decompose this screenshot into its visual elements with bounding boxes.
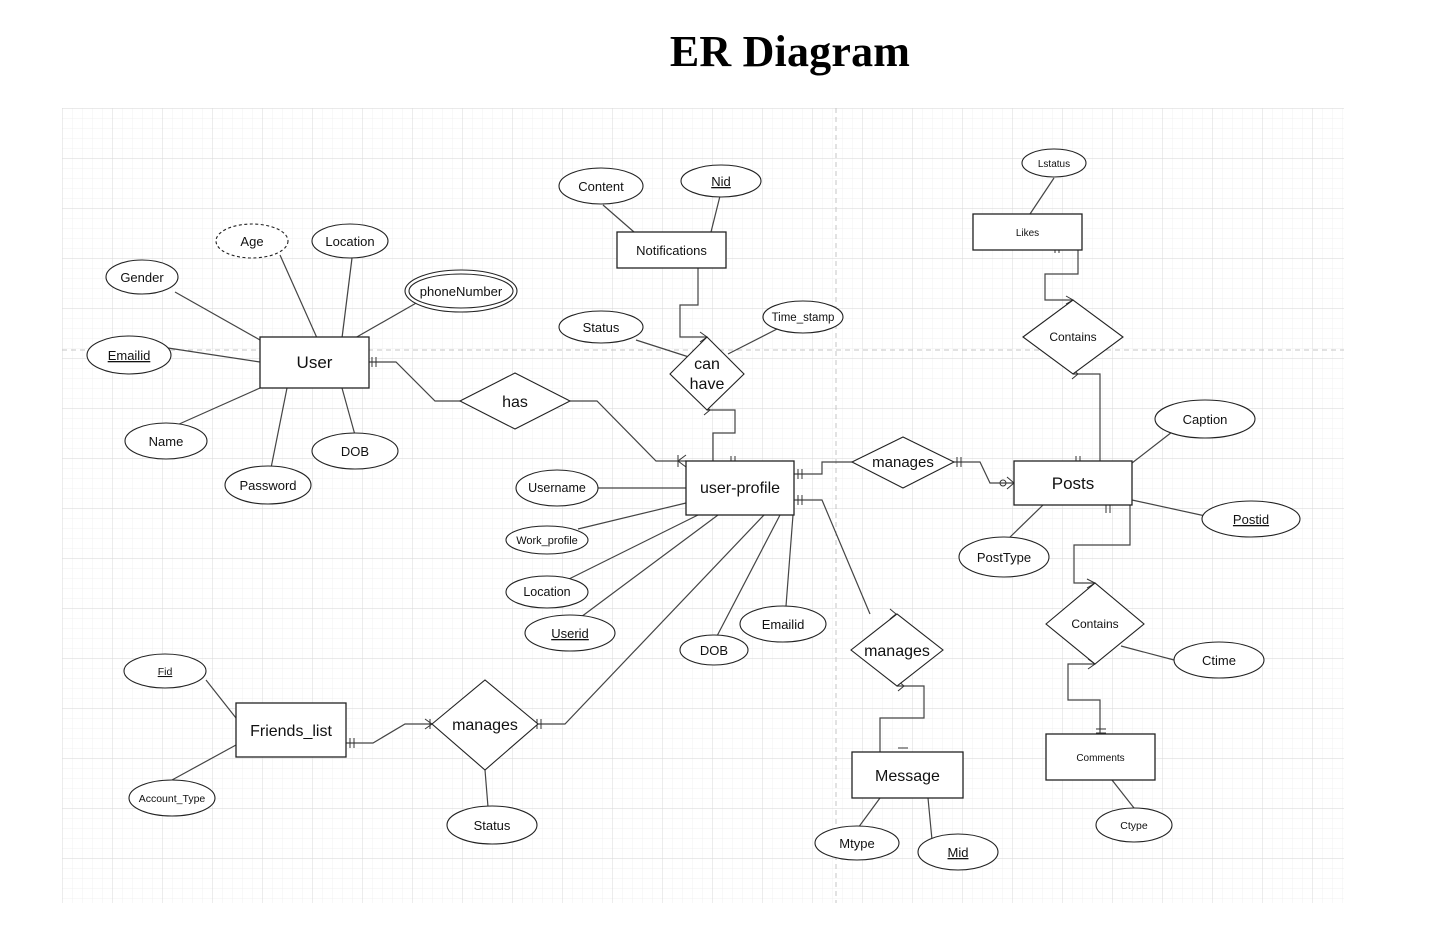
attribute-posttype-label: PostType xyxy=(977,550,1031,565)
attribute-mid[interactable]: Mid xyxy=(917,833,999,871)
attribute-fid-label: Fid xyxy=(158,666,173,678)
entity-notifications[interactable]: Notifications xyxy=(616,231,727,269)
attribute-location-profile[interactable]: Location xyxy=(505,575,589,609)
attribute-location-user-label: Location xyxy=(325,234,374,249)
relationship-manages-posts[interactable]: manages xyxy=(850,436,956,489)
attribute-status-friends[interactable]: Status xyxy=(446,805,538,845)
attribute-phone-number-label: phoneNumber xyxy=(420,284,503,299)
entity-user[interactable]: User xyxy=(259,336,370,389)
relationship-manages-message[interactable]: manages xyxy=(850,613,944,687)
attribute-mtype-label: Mtype xyxy=(839,836,874,851)
entity-friends-list-label: Friends_list xyxy=(250,723,332,740)
attribute-name-label: Name xyxy=(149,434,184,449)
attribute-content-label: Content xyxy=(578,179,624,194)
entity-notifications-label: Notifications xyxy=(636,243,707,258)
attribute-lines xyxy=(167,177,1211,841)
relationship-can-have-label-line2: have xyxy=(690,376,725,393)
relationship-contains-likes[interactable]: Contains xyxy=(1022,299,1124,375)
attribute-ctype-label: Ctype xyxy=(1120,820,1148,832)
relationship-contains-likes-label: Contains xyxy=(1049,330,1096,344)
entity-message-label: Message xyxy=(875,768,940,785)
attribute-postid[interactable]: Postid xyxy=(1201,500,1301,538)
entity-likes-label: Likes xyxy=(1016,228,1039,239)
attribute-work-profile[interactable]: Work_profile xyxy=(505,525,589,555)
attribute-account-type-label: Account_Type xyxy=(139,793,206,805)
attribute-age[interactable]: Age xyxy=(215,223,289,259)
attribute-fid[interactable]: Fid xyxy=(123,653,207,689)
attribute-postid-label: Postid xyxy=(1233,512,1269,527)
entity-user-profile[interactable]: user-profile xyxy=(685,460,795,516)
attribute-userid[interactable]: Userid xyxy=(524,614,616,652)
attribute-location-user[interactable]: Location xyxy=(311,223,389,259)
attribute-work-profile-label: Work_profile xyxy=(516,535,578,547)
attribute-time-stamp-label: Time_stamp xyxy=(772,312,835,324)
attribute-gender[interactable]: Gender xyxy=(105,259,179,295)
entity-message[interactable]: Message xyxy=(851,751,964,799)
entity-likes[interactable]: Likes xyxy=(972,213,1083,251)
attribute-mtype[interactable]: Mtype xyxy=(814,825,900,861)
attribute-mid-label: Mid xyxy=(948,845,969,860)
attribute-lstatus[interactable]: Lstatus xyxy=(1021,148,1087,178)
attribute-name[interactable]: Name xyxy=(124,422,208,460)
entity-posts[interactable]: Posts xyxy=(1013,460,1133,506)
attribute-emailid-profile[interactable]: Emailid xyxy=(739,605,827,643)
entity-user-profile-label: user-profile xyxy=(700,480,780,497)
attribute-status-notifications[interactable]: Status xyxy=(558,310,644,344)
attribute-username-label: Username xyxy=(528,481,586,495)
attribute-content[interactable]: Content xyxy=(558,167,644,205)
attribute-password-label: Password xyxy=(239,478,296,493)
attribute-nid[interactable]: Nid xyxy=(680,164,762,198)
attribute-emailid-user[interactable]: Emailid xyxy=(86,335,172,375)
entity-comments-label: Comments xyxy=(1076,753,1124,764)
attribute-account-type[interactable]: Account_Type xyxy=(128,779,216,817)
relationship-can-have-label-line1: can xyxy=(694,356,720,373)
attribute-caption[interactable]: Caption xyxy=(1154,399,1256,439)
attribute-dob-profile[interactable]: DOB xyxy=(679,634,749,666)
relationship-has-label: has xyxy=(502,394,528,411)
attribute-emailid-profile-label: Emailid xyxy=(762,617,805,632)
attribute-dob-profile-label: DOB xyxy=(700,643,728,658)
relationship-manages-friends[interactable]: manages xyxy=(431,679,539,771)
attribute-ctype[interactable]: Ctype xyxy=(1095,807,1173,843)
attribute-nid-label: Nid xyxy=(711,174,731,189)
attribute-caption-label: Caption xyxy=(1183,412,1228,427)
entity-user-label: User xyxy=(297,353,333,372)
relationship-can-have[interactable]: can have xyxy=(669,336,745,411)
attribute-status-notifications-label: Status xyxy=(583,320,620,335)
attribute-ctime-label: Ctime xyxy=(1202,653,1236,668)
attribute-time-stamp[interactable]: Time_stamp xyxy=(762,300,844,334)
attribute-gender-label: Gender xyxy=(120,270,164,285)
attribute-ctime[interactable]: Ctime xyxy=(1173,641,1265,679)
attribute-username[interactable]: Username xyxy=(515,469,599,507)
attribute-phone-number[interactable]: phoneNumber xyxy=(404,269,518,313)
attribute-userid-label: Userid xyxy=(551,626,589,641)
entity-friends-list[interactable]: Friends_list xyxy=(235,702,347,758)
attribute-lstatus-label: Lstatus xyxy=(1038,159,1070,170)
attribute-location-profile-label: Location xyxy=(523,585,570,599)
entity-comments[interactable]: Comments xyxy=(1045,733,1156,781)
relationship-contains-comments[interactable]: Contains xyxy=(1045,582,1145,665)
attribute-age-label: Age xyxy=(240,234,263,249)
relationship-has[interactable]: has xyxy=(458,372,572,430)
relationship-manages-posts-label: manages xyxy=(872,454,934,471)
entity-posts-label: Posts xyxy=(1052,474,1095,493)
attribute-emailid-user-label: Emailid xyxy=(108,348,151,363)
attribute-posttype[interactable]: PostType xyxy=(958,536,1050,578)
attribute-password[interactable]: Password xyxy=(224,465,312,505)
attribute-dob-user[interactable]: DOB xyxy=(311,432,399,470)
relationship-lines xyxy=(346,250,1131,752)
relationship-manages-message-label: manages xyxy=(864,643,930,660)
attribute-dob-user-label: DOB xyxy=(341,444,369,459)
relationship-manages-friends-label: manages xyxy=(452,717,518,734)
relationship-contains-comments-label: Contains xyxy=(1071,617,1118,631)
diagram-title: ER Diagram xyxy=(669,27,911,76)
attribute-status-friends-label: Status xyxy=(474,818,511,833)
